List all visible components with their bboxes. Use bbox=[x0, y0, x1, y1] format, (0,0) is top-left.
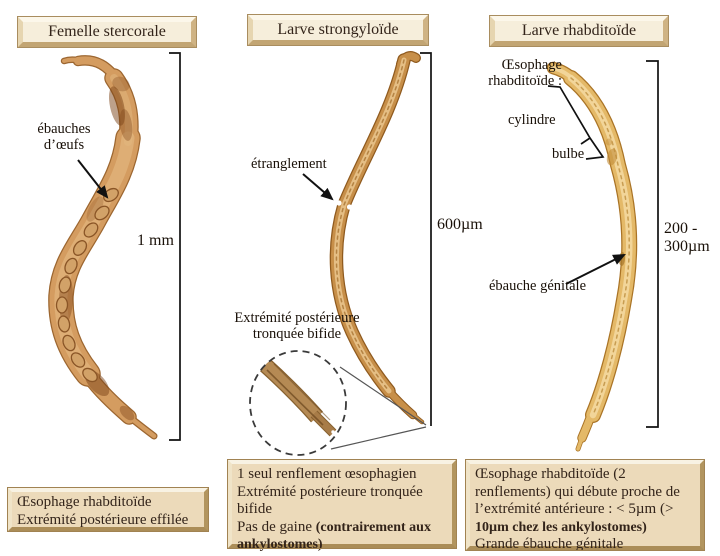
femelle-worm-eggs bbox=[55, 187, 119, 383]
scale-bracket-femelle bbox=[169, 52, 181, 441]
eggs-label: ébauches d’œufs bbox=[37, 121, 91, 154]
panel-title-rhabditoide: Larve rhabditoïde bbox=[489, 15, 669, 47]
bulb-label: bulbe bbox=[552, 146, 585, 162]
scale-bracket-rhabditoide bbox=[646, 60, 659, 428]
magnifier-connector-line bbox=[330, 426, 427, 450]
scale-label-strongyloide: 600µm bbox=[437, 216, 483, 233]
note-box-femelle: Œsophage rhabditoïde Extrémité postérieu… bbox=[7, 487, 209, 532]
note-strongyloide-line2: Extrémité postérieure tronquée bifide bbox=[237, 483, 423, 518]
cylinder-label: cylindre bbox=[508, 112, 556, 128]
note-femelle-line2: Extrémité postérieure effilée bbox=[17, 511, 189, 528]
rhabditoide-worm-illustration bbox=[546, 61, 638, 452]
constriction-arrow bbox=[302, 173, 334, 201]
genital-label: ébauche génitale bbox=[489, 278, 587, 294]
tail-label: Extrémité postérieure tronquée bifide bbox=[234, 310, 360, 343]
panel-title-strongyloide: Larve strongyloïde bbox=[247, 14, 429, 46]
note-box-rhabditoide: Œsophage rhabditoïde (2 renflements) qui… bbox=[465, 459, 705, 552]
note-strongyloide-line3: Pas de gaine (contrairement aux ankylost… bbox=[237, 519, 447, 554]
eggs-arrow bbox=[77, 159, 109, 199]
magnifier-connector-line bbox=[339, 366, 427, 426]
note-box-strongyloide: 1 seul renflement œsophagien Extrémité p… bbox=[227, 459, 457, 552]
panel-title-femelle: Femelle stercorale bbox=[17, 16, 197, 48]
scale-bracket-strongyloide bbox=[420, 52, 432, 426]
strongyloide-worm-illustration bbox=[329, 51, 425, 425]
panel-title-femelle-label: Femelle stercorale bbox=[48, 23, 166, 40]
note-femelle-line1: Œsophage rhabditoïde bbox=[17, 494, 152, 510]
note-rhabditoide-main: Œsophage rhabditoïde (2 renflements) qui… bbox=[475, 466, 695, 536]
panel-title-strongyloide-label: Larve strongyloïde bbox=[277, 21, 399, 38]
panel-title-rhabditoide-label: Larve rhabditoïde bbox=[521, 22, 637, 39]
constriction-label: étranglement bbox=[251, 156, 327, 172]
tail-magnifier bbox=[249, 350, 427, 456]
note-rhabditoide-main-normal: Œsophage rhabditoïde (2 renflements) qui… bbox=[475, 466, 680, 518]
note-strongyloide-line3-bold: (contrairement aux ankylostomes) bbox=[237, 519, 431, 553]
magnifier-circle bbox=[249, 350, 347, 456]
scale-label-rhabditoide: 200 - 300µm bbox=[664, 220, 710, 255]
note-rhabditoide-last: Grande ébauche génitale bbox=[475, 536, 624, 553]
scale-label-rhabditoide-line2: 300µm bbox=[664, 237, 710, 255]
genital-arrow bbox=[565, 254, 626, 285]
scale-label-rhabditoide-line1: 200 - bbox=[664, 220, 698, 237]
oesophagus-bracket bbox=[547, 85, 605, 160]
note-rhabditoide-main-bold: 10µm chez les ankylostomes) bbox=[475, 519, 647, 535]
note-strongyloide-line3-normal: Pas de gaine bbox=[237, 518, 316, 535]
oesophagus-label: Œsophage rhabditoïde : bbox=[488, 57, 562, 90]
scale-label-femelle: 1 mm bbox=[137, 232, 174, 249]
note-strongyloide-line1: 1 seul renflement œsophagien bbox=[237, 466, 417, 482]
